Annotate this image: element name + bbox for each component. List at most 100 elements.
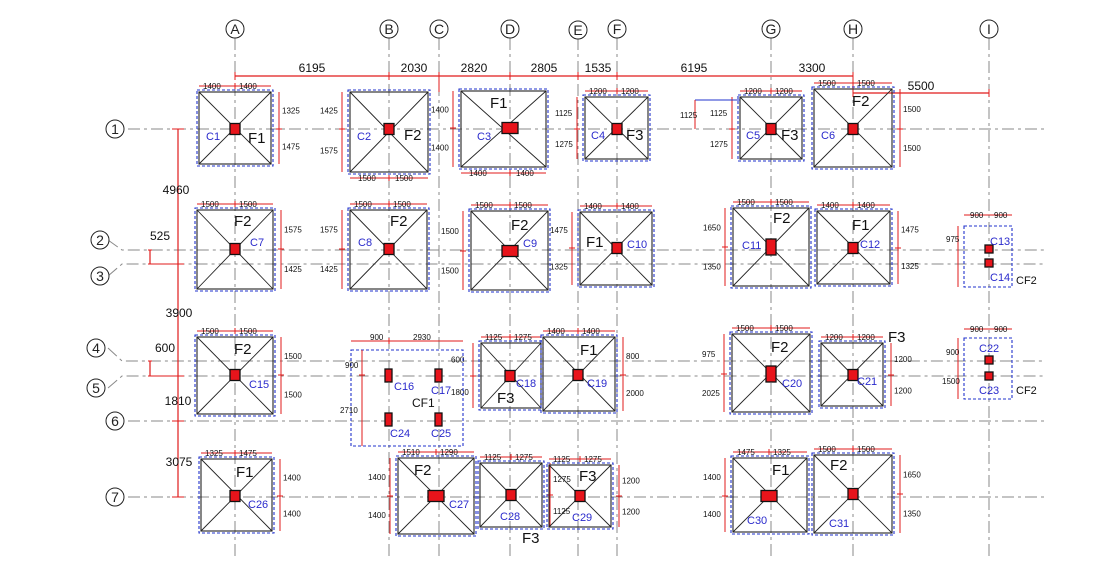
column-label: C11 <box>742 240 761 252</box>
bubble-b-label: B <box>384 21 393 37</box>
bubble-i-label: I <box>987 21 991 37</box>
footing-top-dim-a: 1200 <box>744 87 762 96</box>
footing-pad <box>739 96 803 160</box>
footing-side-dim-b: 1400 <box>368 511 386 520</box>
bubble-4-label: 4 <box>92 340 100 356</box>
footing-outline <box>478 340 544 411</box>
column-label: C7 <box>250 237 264 249</box>
bubble-g-label: G <box>766 21 777 37</box>
column-label: C8 <box>358 237 372 249</box>
top-dim-6195: 6195 <box>299 61 326 75</box>
footing-outline <box>730 455 810 535</box>
cf2-side-975: 975 <box>946 235 960 244</box>
column-label: C3 <box>477 131 491 143</box>
column-c10 <box>611 241 623 255</box>
bubble-2 <box>90 230 110 250</box>
footing-top-dim-a: 1125 <box>485 333 503 342</box>
bubble-3-label: 3 <box>96 268 104 284</box>
cf2-bot-outline <box>963 337 1013 400</box>
footing-type-label: F3 <box>522 530 540 547</box>
cf2b-top-900a: 900 <box>970 325 984 334</box>
c13-label: C13 <box>990 236 1010 248</box>
footing-side-dim-a: 1275 <box>553 475 571 484</box>
footing-top-dim-b: 1500 <box>775 198 793 207</box>
column-label: C2 <box>357 131 371 143</box>
c22-label: C22 <box>979 343 999 355</box>
top-dim-1535: 1535 <box>585 61 612 75</box>
bubble-d <box>500 19 520 39</box>
footing-outline <box>811 452 895 536</box>
bubble-g <box>761 19 781 39</box>
cf1-top-2930: 2930 <box>413 333 431 342</box>
footing-top-dim-a: 1475 <box>737 448 755 457</box>
c5-extension: 1125 <box>680 99 740 129</box>
grid-line-4 <box>107 347 1045 362</box>
footing-outline <box>814 208 893 287</box>
footing-outline <box>347 89 431 175</box>
footing-top-dim-a: 1125 <box>484 453 502 462</box>
footing-pad <box>813 88 893 168</box>
footing-top-dim-a: 1500 <box>354 200 372 209</box>
footing-pad <box>732 457 808 533</box>
footing-top-dim-b: 1275 <box>514 333 532 342</box>
footing-top-dim-a: 1125 <box>553 455 571 464</box>
footing-top-dim-b: 1500 <box>239 200 257 209</box>
footing-pad <box>196 336 274 415</box>
footing-pad <box>198 91 272 165</box>
footing-bot-dim-a: 1400 <box>469 169 487 178</box>
footing-pad <box>200 458 273 532</box>
footing-top-dim-a: 1400 <box>584 202 602 211</box>
footing-side-dim-a: 800 <box>626 352 640 361</box>
grid-line-5 <box>107 375 1045 389</box>
column-bubbles: A B C D E F G H I <box>225 19 999 40</box>
footing-outline <box>582 94 651 162</box>
footing-side-dim-b: 1350 <box>903 510 921 519</box>
footing-type-label: F3 <box>497 390 515 407</box>
column-c29 <box>574 489 586 503</box>
footing-pad <box>579 211 653 286</box>
column-c18 <box>504 369 516 383</box>
column-c13 <box>984 244 994 254</box>
footing-side-dim-a: 1325 <box>282 107 300 116</box>
bubble-b <box>379 19 399 39</box>
bubble-1-label: 1 <box>111 121 119 137</box>
footing-side-dim-b: 1575 <box>320 147 338 156</box>
column-label: C31 <box>829 518 849 530</box>
footing-top-dim-b: 1500 <box>239 327 257 336</box>
column-c14 <box>984 258 994 268</box>
footing-side-dim-b: 1425 <box>284 265 302 274</box>
column-c22 <box>984 355 994 365</box>
footing-outline <box>196 89 274 167</box>
footing-top-dim-b: 1500 <box>775 324 793 333</box>
footing-outline <box>468 208 551 293</box>
footing-top-dim-b: 1400 <box>857 201 875 210</box>
bubble-5 <box>86 378 106 398</box>
bubble-3 <box>90 266 110 286</box>
column-c2 <box>383 122 395 136</box>
column-c7 <box>229 242 241 256</box>
grid-line-3 <box>107 263 1045 277</box>
left-dim-525-label: 525 <box>150 229 170 243</box>
footing-type-label: F3 <box>888 329 906 346</box>
footing-top-dim-a: 1200 <box>589 87 607 96</box>
footing-top-dim-a: 1500 <box>201 200 219 209</box>
top-dim-2030: 2030 <box>401 61 428 75</box>
footing-pad <box>813 454 893 534</box>
column-label: C27 <box>449 499 469 511</box>
footing-bot-dim-b: 1400 <box>516 169 534 178</box>
column-c12 <box>847 241 859 255</box>
column-label: C15 <box>249 379 269 391</box>
footing-side-dim-b: 1500 <box>903 144 921 153</box>
footing-pad <box>816 210 891 285</box>
footing-type-label: F2 <box>511 217 529 234</box>
c23-label: C23 <box>979 385 999 397</box>
cf1-top-900: 900 <box>370 333 384 342</box>
column-label: C6 <box>821 130 835 142</box>
